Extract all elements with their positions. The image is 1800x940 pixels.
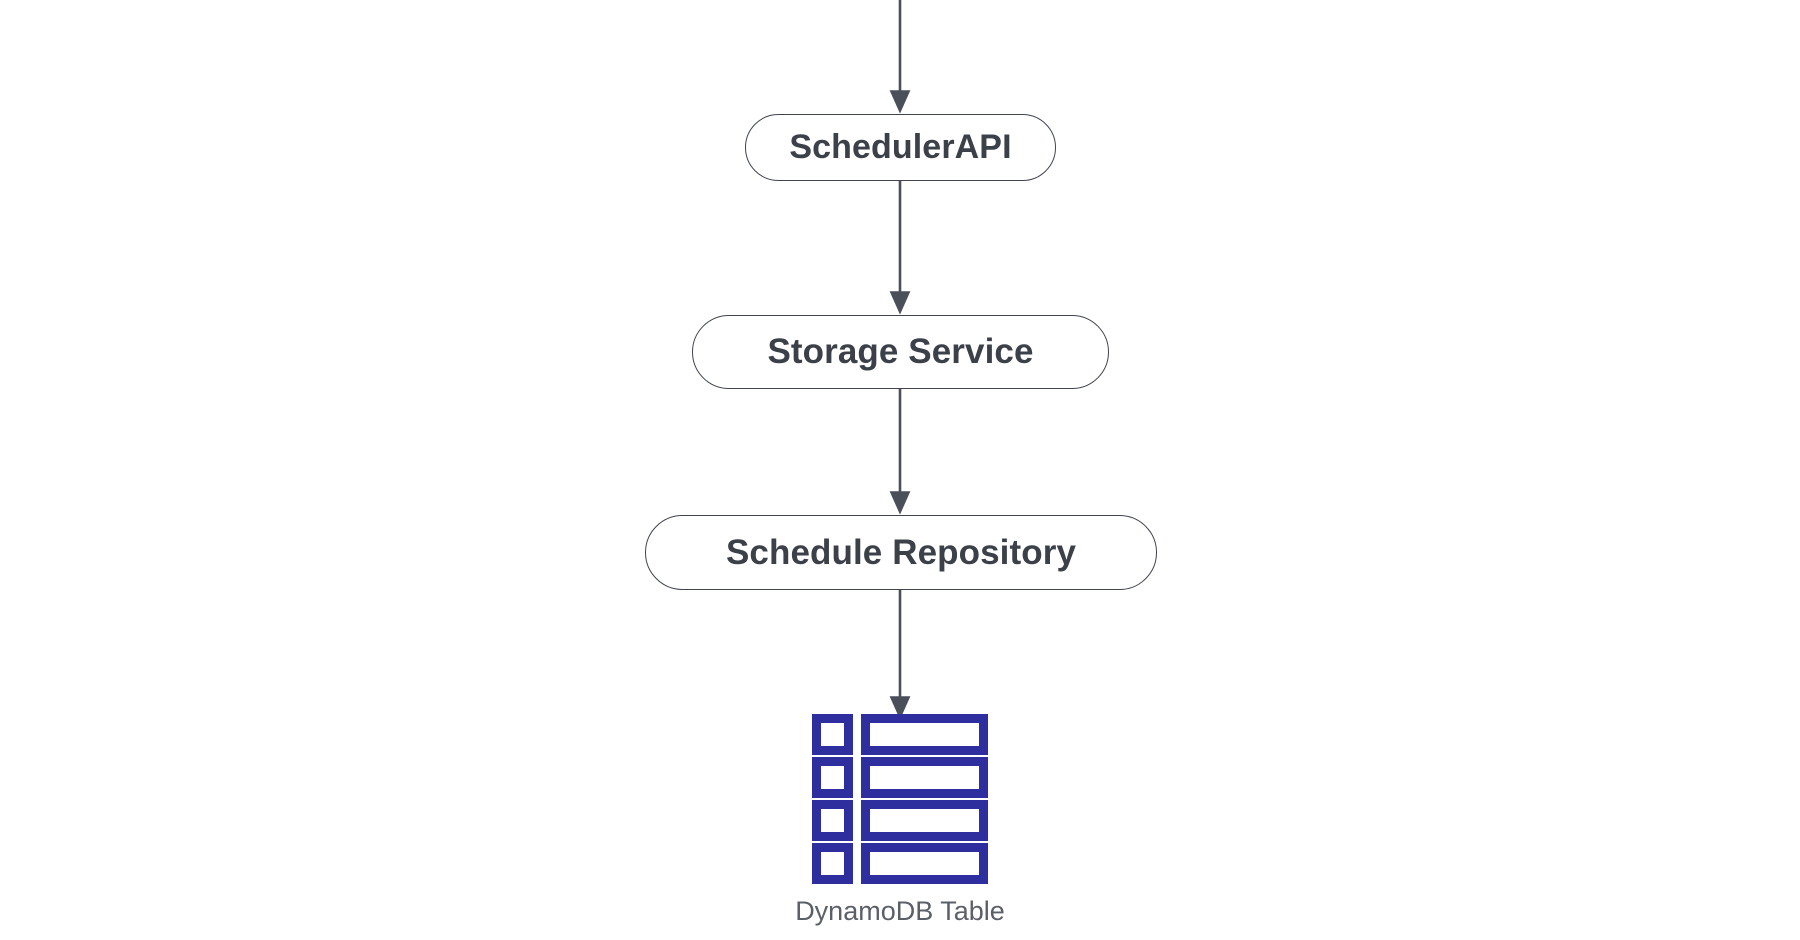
node-scheduler-api-label: SchedulerAPI: [789, 128, 1012, 166]
dynamodb-icon-value-cell: [861, 757, 988, 798]
dynamodb-icon-key-cell: [812, 757, 853, 798]
node-schedule-repository[interactable]: Schedule Repository: [645, 515, 1157, 590]
node-scheduler-api[interactable]: SchedulerAPI: [745, 114, 1056, 181]
dynamodb-icon-value-cell: [861, 714, 988, 755]
dynamodb-icon-row: [812, 843, 988, 884]
dynamodb-icon-row: [812, 800, 988, 841]
node-storage-service-label: Storage Service: [767, 332, 1034, 371]
dynamodb-icon-value-cell: [861, 800, 988, 841]
dynamodb-icon-row: [812, 757, 988, 798]
dynamodb-icon-key-cell: [812, 714, 853, 755]
dynamodb-icon-key-cell: [812, 843, 853, 884]
node-dynamodb-table[interactable]: DynamoDB Table: [780, 714, 1020, 939]
node-dynamodb-table-label: DynamoDB Table: [795, 896, 1005, 926]
node-schedule-repository-label: Schedule Repository: [725, 532, 1077, 572]
dynamodb-icon-row: [812, 714, 988, 755]
dynamodb-icon: [812, 714, 988, 884]
dynamodb-icon-value-cell: [861, 843, 988, 884]
dynamodb-icon-key-cell: [812, 800, 853, 841]
node-storage-service[interactable]: Storage Service: [692, 315, 1109, 389]
